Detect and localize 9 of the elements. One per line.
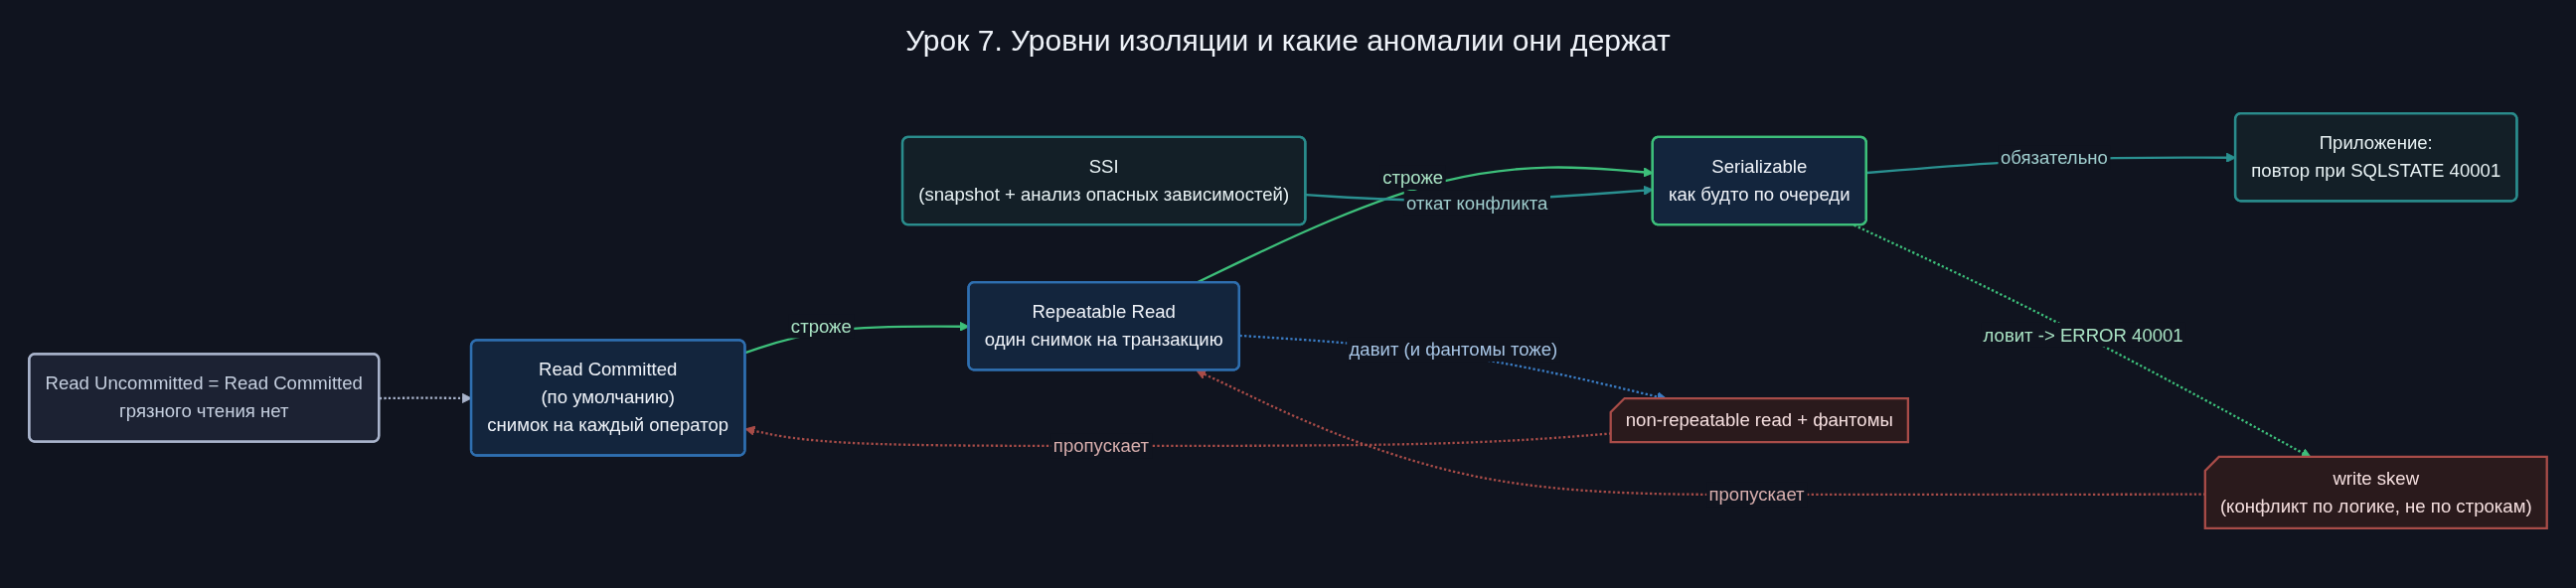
edge-label: строже xyxy=(1382,167,1444,189)
edge-label: давит (и фантомы тоже) xyxy=(1349,339,1558,361)
edge-label: обязательно xyxy=(2000,146,2108,168)
edge-label: откат конфликта xyxy=(1406,192,1548,214)
edge-label: пропускает xyxy=(1052,435,1149,457)
edge-label: пропускает xyxy=(1708,484,1805,506)
edge-label: строже xyxy=(790,315,852,337)
title: Урок 7. Уровни изоляции и какие аномалии они держат xyxy=(905,24,1671,58)
edge-label: ловит -> ERROR 40001 xyxy=(1983,324,2183,346)
